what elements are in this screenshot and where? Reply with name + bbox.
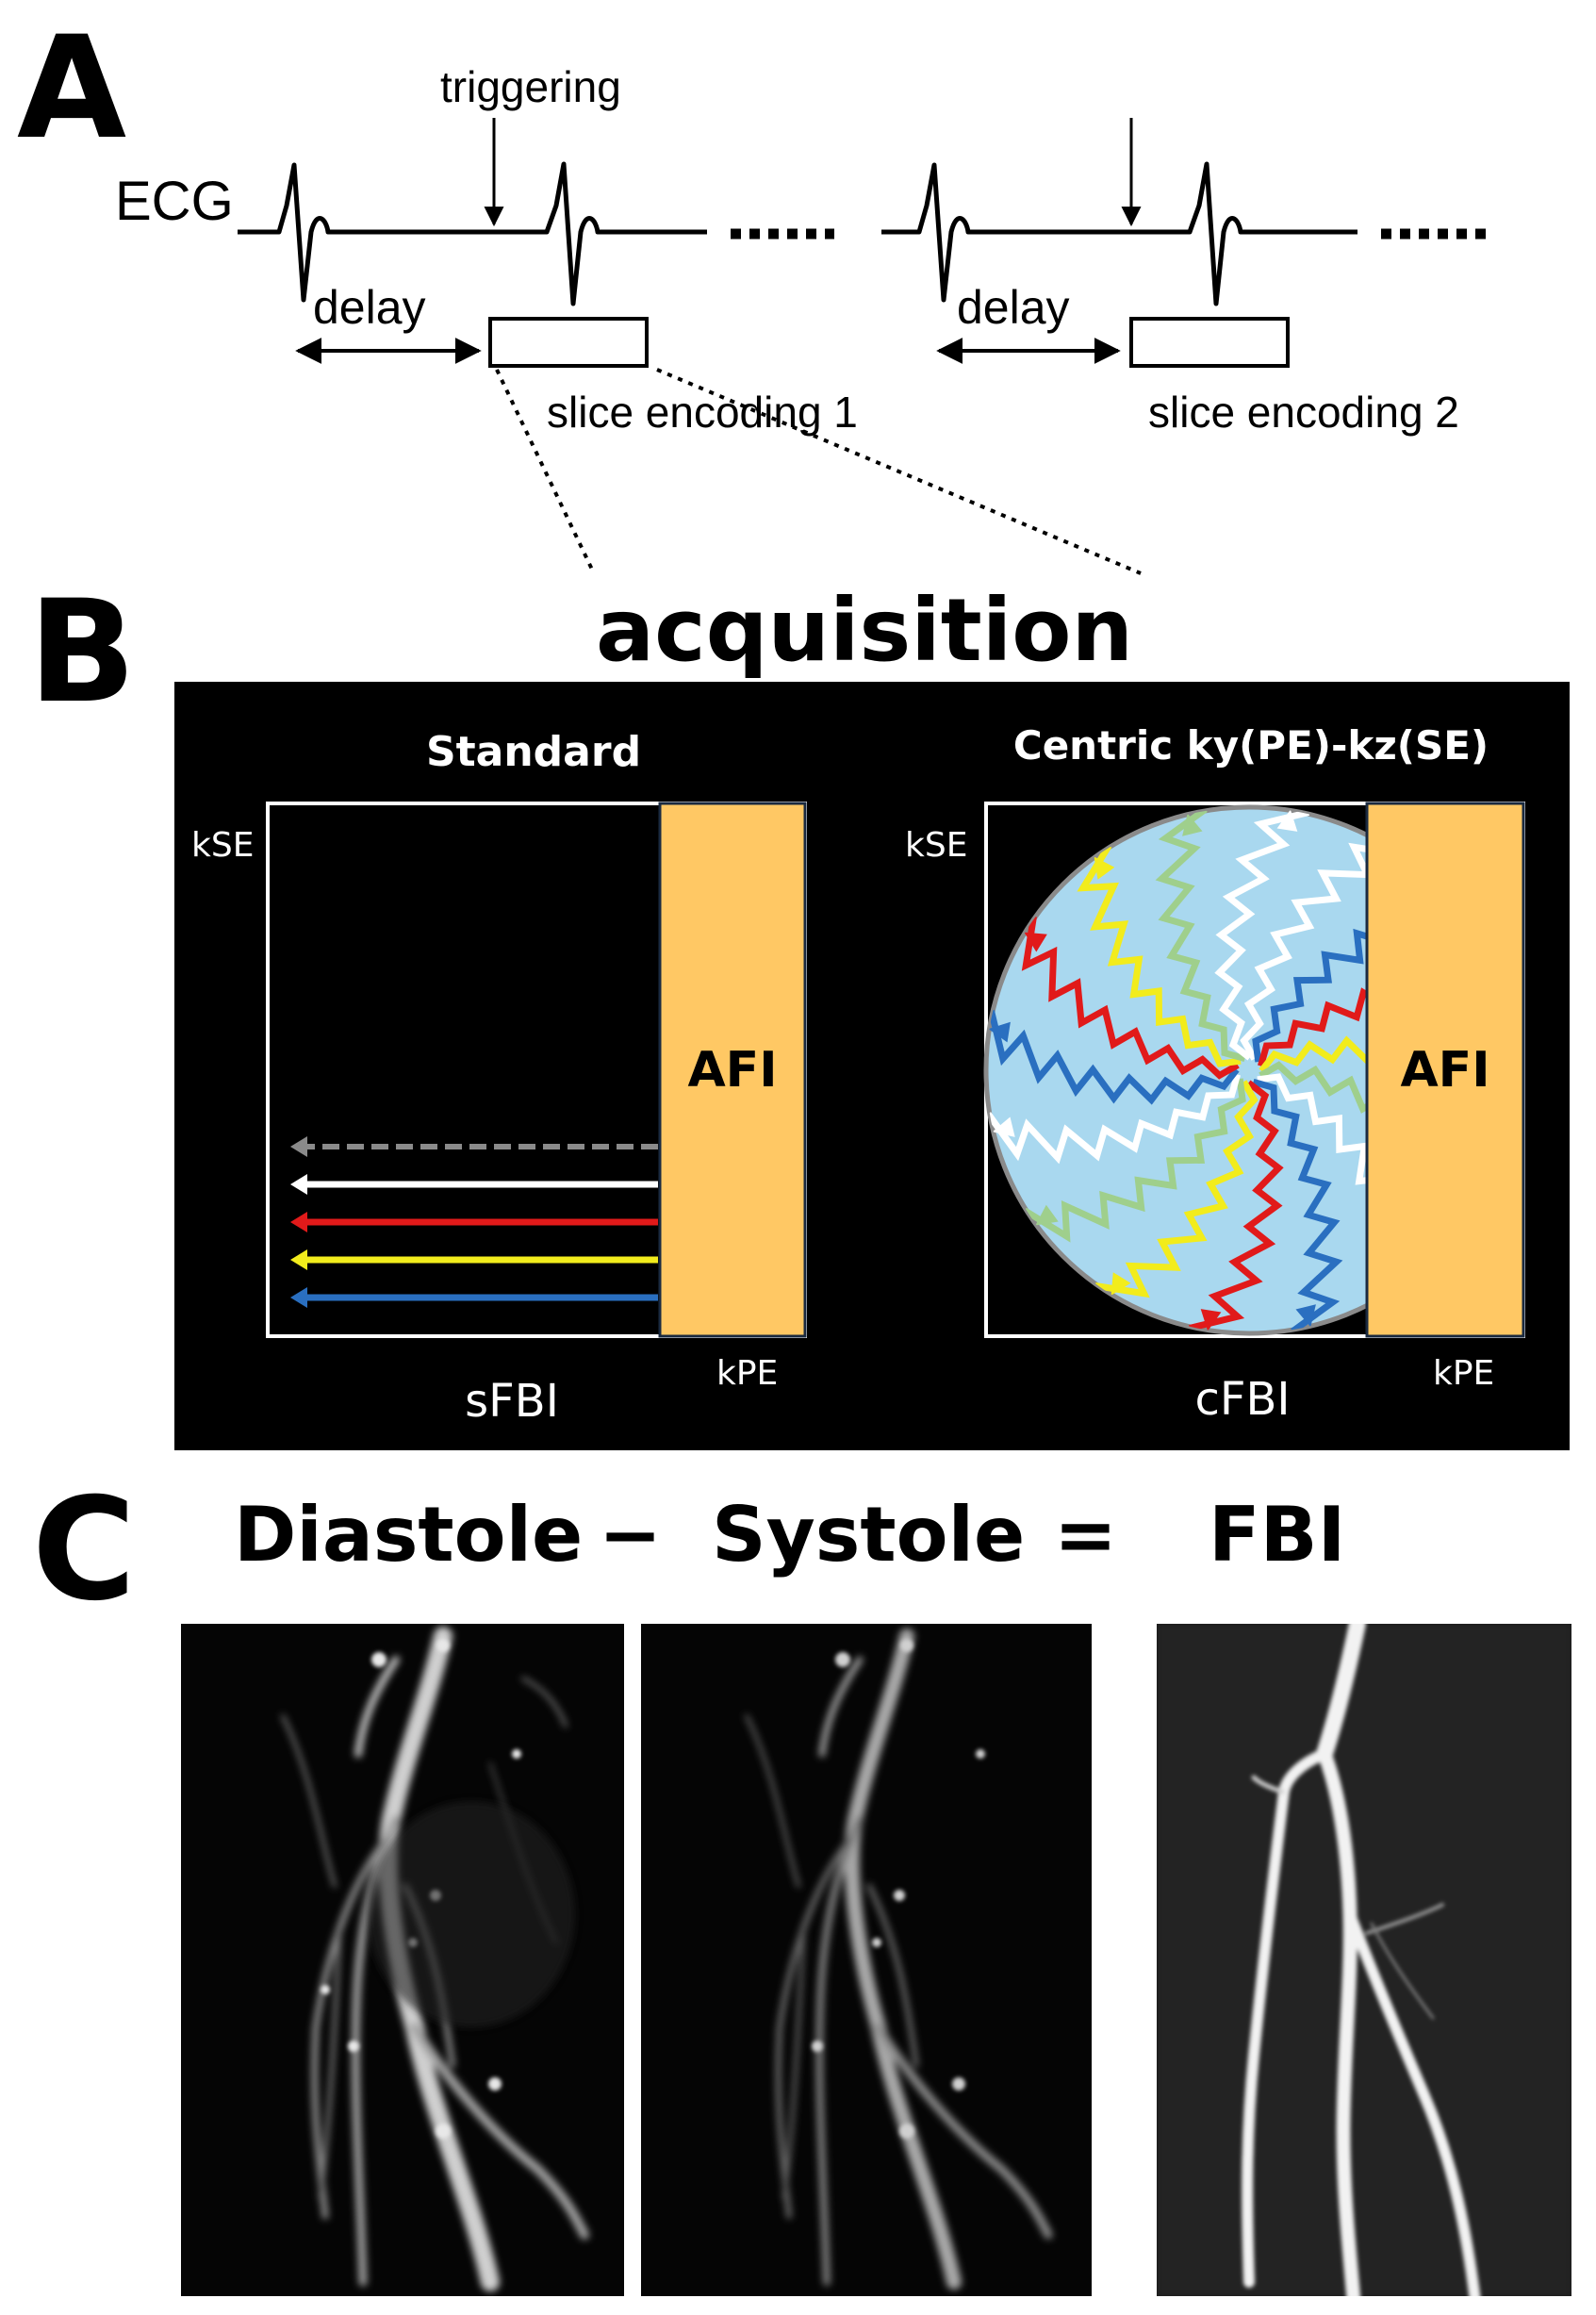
slice-encoding-box-2 — [1129, 317, 1290, 368]
zoom-line-right — [656, 368, 1142, 575]
centric-title: Centric ky(PE)-kz(SE) — [1013, 722, 1489, 769]
centric-zigzag-arrows — [986, 807, 1512, 1333]
ecg-trace-2 — [881, 161, 1357, 306]
white-zigzag-arrow — [1240, 842, 1404, 1061]
standard-kpe-label: kPE — [716, 1354, 778, 1393]
delay-label-2: delay — [957, 281, 1070, 334]
centric-kse-label: kSE — [905, 826, 967, 865]
blue-zigzag-arrowhead — [1295, 1304, 1316, 1328]
triggering-label: triggering — [440, 62, 621, 111]
slice-encoding-label-1: slice encoding 1 — [547, 388, 858, 437]
white-zigzag-arrow — [1214, 809, 1310, 1061]
systole-image — [641, 1624, 1092, 2296]
white-zigzag-arrowhead — [1276, 809, 1298, 832]
panel-a-letter: A — [17, 7, 126, 171]
cfbi-label: cFBI — [1194, 1373, 1290, 1426]
panel-a: A ECG triggering delay delay slice encod… — [17, 7, 1494, 575]
acquisition-heading: acquisition — [596, 580, 1133, 681]
green-zigzag-arrowhead — [1182, 813, 1203, 836]
fbi-image — [1157, 1624, 1571, 2296]
blue-zigzag-arrow — [1252, 1079, 1343, 1333]
yellow-arrowhead — [290, 1249, 307, 1270]
equation-diastole: Diastole — [234, 1491, 583, 1579]
yellow-zigzag-arrow — [1077, 844, 1242, 1067]
blue-arrowhead — [290, 1287, 307, 1308]
centric-afi-label: AFI — [1400, 1042, 1489, 1099]
standard-afi-label: AFI — [687, 1042, 777, 1099]
standard-kse-label: kSE — [191, 826, 254, 865]
slice-encoding-box-1 — [488, 317, 649, 368]
panel-c: C Diastole − Systole = FBI — [32, 1468, 1571, 2296]
delay-label-1: delay — [313, 281, 426, 334]
green-zigzag-arrowhead — [1035, 1204, 1059, 1226]
standard-readout-arrows — [290, 1136, 658, 1308]
sfbi-label: sFBI — [465, 1375, 559, 1428]
red-zigzag-arrowhead — [1200, 1309, 1222, 1331]
panel-c-letter: C — [32, 1468, 136, 1632]
zoom-line-left — [495, 369, 596, 574]
panel-b: B acquisition Standard kSE AFI kPE — [28, 570, 1570, 1450]
gray-arrowhead — [290, 1136, 307, 1157]
centric-diagram: Centric ky(PE)-kz(SE) kSE AFI kPE cFBI — [905, 722, 1525, 1426]
white-zigzag-arrowhead — [992, 1116, 1015, 1137]
panel-b-letter: B — [28, 570, 136, 735]
equation-systole: Systole — [712, 1491, 1025, 1579]
centric-kpe-label: kPE — [1433, 1354, 1494, 1393]
yellow-zigzag-arrow — [1094, 1080, 1259, 1298]
ecg-label: ECG — [115, 171, 234, 232]
red-arrowhead — [290, 1212, 307, 1232]
red-zigzag-arrow — [1021, 916, 1240, 1080]
green-zigzag-arrow — [1155, 807, 1246, 1062]
centric-afi-block — [1365, 802, 1525, 1338]
green-zigzag-arrow — [1023, 1078, 1246, 1243]
blue-zigzag-arrowhead — [988, 1021, 1011, 1043]
yellow-zigzag-arrowhead — [1111, 1272, 1131, 1296]
white-arrowhead — [290, 1174, 307, 1195]
standard-diagram: Standard kSE AFI kPE sFBI — [191, 728, 807, 1428]
yellow-zigzag-arrowhead — [1094, 856, 1115, 880]
slice-encoding-label-2: slice encoding 2 — [1148, 388, 1459, 437]
equation-equals: = — [1054, 1491, 1117, 1579]
blue-zigzag-arrow — [988, 1009, 1240, 1105]
standard-afi-block — [658, 802, 807, 1338]
standard-title: Standard — [426, 728, 641, 776]
diastole-image — [181, 1624, 624, 2296]
ecg-trace-1 — [238, 161, 707, 306]
red-zigzag-arrow — [1188, 1080, 1284, 1331]
equation-minus: − — [599, 1491, 662, 1579]
equation-fbi: FBI — [1209, 1491, 1345, 1579]
red-zigzag-arrowhead — [1024, 932, 1047, 952]
white-zigzag-arrow — [986, 1073, 1241, 1165]
